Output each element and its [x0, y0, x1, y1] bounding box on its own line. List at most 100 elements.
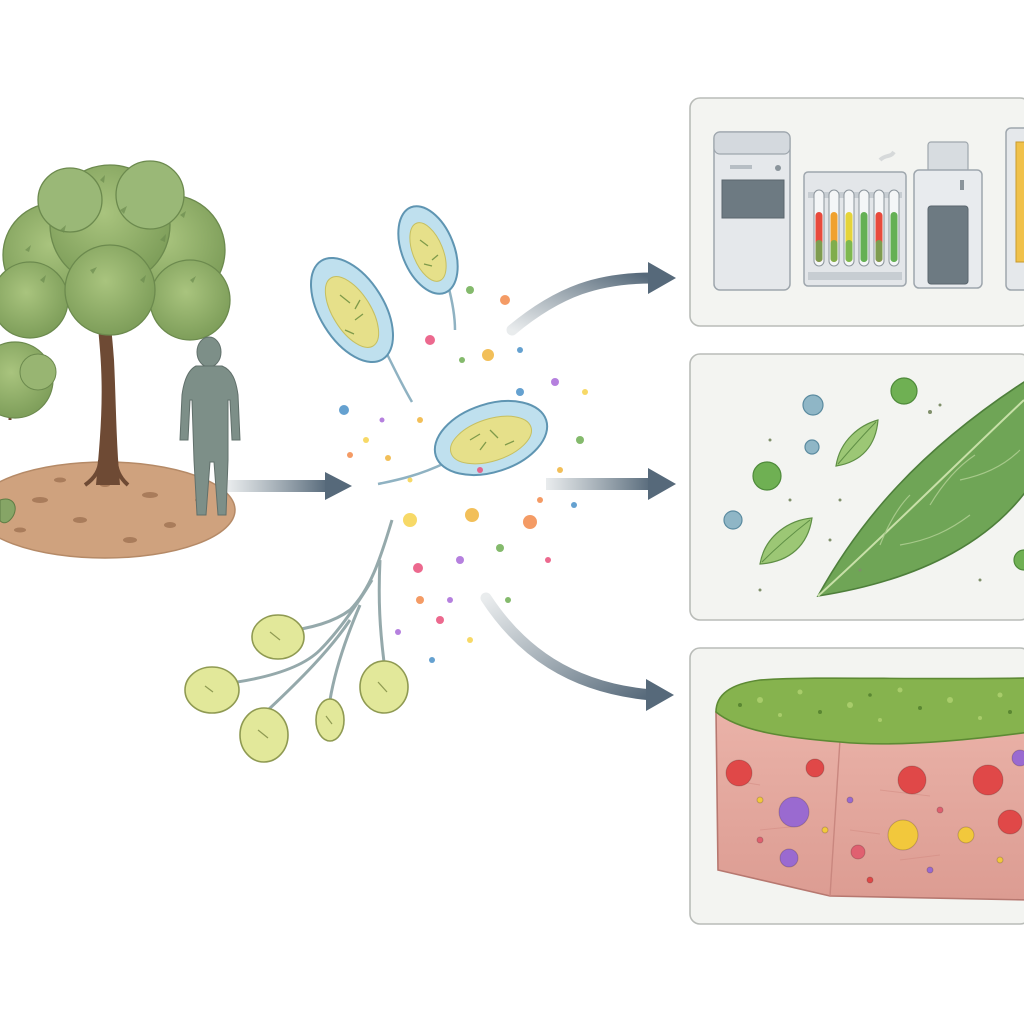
small-leaf: [835, 419, 879, 467]
fungus-spore: [251, 614, 305, 660]
rod-bacterium: [309, 256, 414, 403]
particle: [425, 335, 435, 345]
particle: [505, 597, 511, 603]
plant-specks: [758, 403, 982, 592]
soil-nodule: [957, 826, 975, 844]
particle: [551, 378, 559, 386]
test-tubes: [813, 189, 900, 267]
soil-nodule: [805, 758, 825, 778]
soil-nodule: [972, 764, 1004, 796]
green-spheres: [752, 377, 1024, 571]
large-leaf: [816, 381, 1024, 598]
particle: [436, 616, 444, 624]
fungus-spore: [184, 666, 240, 714]
test-tube-sediment: [830, 240, 838, 262]
particle: [500, 295, 510, 305]
particle: [467, 637, 473, 643]
soil-nodule: [997, 809, 1023, 835]
particle: [403, 513, 417, 527]
bush: [0, 341, 57, 420]
fungus-spore: [359, 660, 409, 714]
particle: [496, 544, 504, 552]
soil-nodule: [850, 844, 866, 860]
soil-nodule: [866, 876, 874, 884]
particle: [339, 405, 349, 415]
fungus-spore: [315, 698, 345, 742]
particle: [523, 515, 537, 529]
rod-bacterium: [397, 205, 459, 331]
tree: [0, 160, 231, 487]
particle: [582, 389, 588, 395]
particle: [537, 497, 543, 503]
particle: [416, 596, 424, 604]
lab-equipment-panel: [689, 97, 1024, 327]
arrow-source-to-microbes: [228, 472, 352, 500]
arrow-to-lab-panel: [506, 262, 676, 336]
soil-nodule: [936, 806, 944, 814]
particle: [545, 557, 551, 563]
foreground-plant: [0, 498, 16, 524]
soil-nodule: [756, 836, 764, 844]
arrow-to-soil-panel: [480, 592, 674, 711]
small-leaf: [759, 517, 813, 565]
freezer-unit: [713, 131, 791, 291]
particle: [413, 563, 423, 573]
test-tube-sediment: [890, 240, 898, 262]
particle: [417, 417, 423, 423]
source-group: [0, 160, 241, 559]
rod-bacterium: [377, 400, 549, 486]
arrow-to-plant-panel: [546, 468, 676, 500]
particle: [571, 502, 577, 508]
tall-cabinet: [1005, 127, 1024, 291]
canopy-leaf-marks: [25, 175, 196, 283]
particle: [477, 467, 483, 473]
soil-nodule: [846, 796, 854, 804]
test-tube-sediment: [875, 240, 883, 262]
soil-nodule: [756, 796, 764, 804]
person: [179, 336, 241, 516]
particle: [517, 347, 523, 353]
microbes-group: [184, 205, 588, 763]
particles: [339, 286, 588, 663]
fungus-spores: [184, 614, 409, 763]
particle: [429, 657, 435, 663]
particle: [347, 452, 353, 458]
soil-panel: [689, 647, 1024, 925]
blue-spheres: [723, 394, 824, 530]
incubator-unit: [913, 141, 983, 289]
test-tube-sediment: [845, 240, 853, 262]
soil-nodule: [996, 856, 1004, 864]
soil-nodule: [779, 848, 799, 868]
soil-nodule: [926, 866, 934, 874]
tree-trunk: [90, 280, 120, 485]
colored-nodules: [725, 749, 1024, 884]
soil-nodule: [1011, 749, 1024, 767]
particle: [395, 629, 401, 635]
particle: [576, 436, 584, 444]
filamentous-fungus: [214, 519, 394, 712]
particle: [482, 349, 494, 361]
particle: [557, 467, 563, 473]
particle: [516, 388, 524, 396]
soil-nodule: [897, 765, 927, 795]
tree-canopy: [0, 160, 231, 341]
soil-nodule: [778, 796, 810, 828]
soil-nodule: [821, 826, 829, 834]
particle: [385, 455, 391, 461]
particle: [447, 597, 453, 603]
particle: [456, 556, 464, 564]
soil-nodule: [725, 759, 753, 787]
particle: [407, 477, 413, 483]
test-tube-sediment: [860, 240, 868, 262]
green-topsoil: [715, 677, 1024, 745]
spore-marks: [204, 631, 388, 739]
test-tube-rack: [803, 150, 907, 287]
particle: [363, 437, 369, 443]
particle: [466, 286, 474, 294]
test-tube-sediment: [815, 240, 823, 262]
particle: [379, 417, 385, 423]
soil-speckles: [14, 477, 205, 543]
particle: [465, 508, 479, 522]
particle: [459, 357, 465, 363]
